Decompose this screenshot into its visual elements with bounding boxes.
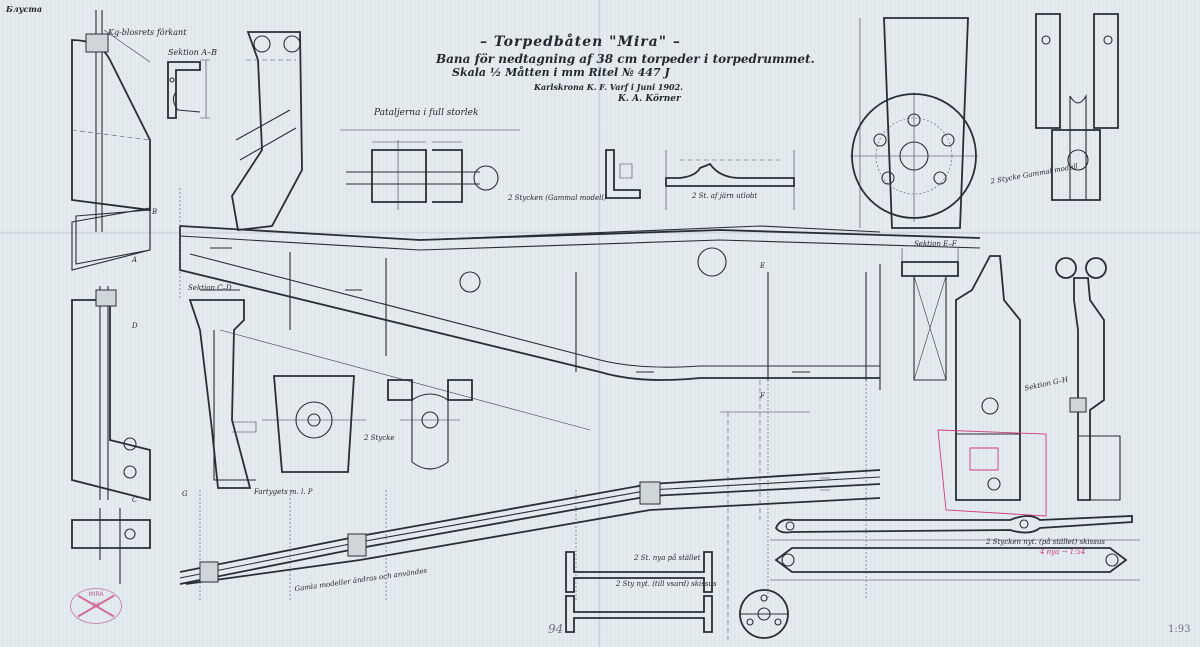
- bracket-bottom-left: [71, 209, 151, 584]
- letter-e: E: [760, 262, 766, 270]
- angle-piece: [605, 149, 641, 199]
- section-gh-bracket: [188, 289, 257, 489]
- label-sektion-cd: Sektion C–D: [188, 284, 232, 292]
- label-styck-av-jern: 2 St. af järn utlobt: [692, 192, 758, 200]
- section-ef-frame: [901, 248, 959, 381]
- bottom-h-bars: [565, 551, 789, 639]
- label-nya-stallet: 2 St. nya på stället: [634, 554, 701, 562]
- corner-label: Блуста: [6, 4, 42, 14]
- drawing-place-date: Karlskrona K. F. Varf i Juni 1902.: [534, 82, 683, 92]
- label-red-note: 4 nya → 1:54: [1040, 548, 1086, 556]
- hook-bracket-top-right: [1035, 13, 1119, 201]
- label-pieces-gammal-1: 2 Stycken (Gammal modell): [508, 194, 607, 202]
- bearing-block: [262, 375, 366, 473]
- letter-b: B: [152, 208, 158, 216]
- stamp-text: MIRA: [88, 591, 104, 598]
- label-sektion-ab: Sektion A–B: [168, 48, 218, 57]
- curved-link-arm: [231, 31, 303, 231]
- label-pataljerna: Pataljerna i full storlek: [374, 108, 479, 118]
- label-styck-nya-vsard: 2 Sty nyt. (till vsard) skissus: [616, 580, 717, 588]
- dimension-lines: [179, 129, 867, 640]
- letter-d: D: [132, 322, 138, 330]
- curved-bracket-piece: [665, 150, 795, 210]
- section-cd-bracket: [71, 286, 151, 502]
- sheet-number: 94: [548, 622, 564, 636]
- drawing-signature: K. A. Körner: [618, 94, 681, 104]
- letter-f: F: [760, 392, 765, 400]
- label-styck: 2 Stycke: [364, 434, 395, 442]
- letter-c: C: [132, 496, 138, 504]
- drawing-title: – Torpedbåten "Mira" –: [480, 34, 681, 50]
- drawing-subtitle: Bana för nedtagning af 38 cm torpeder i …: [436, 52, 815, 66]
- pulley-bracket-center: [387, 379, 473, 470]
- stamp-sub: 20: [92, 602, 100, 609]
- hook-rail-right: [937, 255, 1047, 517]
- main-rail-track: [179, 225, 981, 520]
- long-links-bottom: [770, 515, 1140, 581]
- label-sektion-ef: Sektion E–F: [914, 240, 957, 248]
- letter-g: G: [182, 490, 188, 498]
- hook-bracket-far-right: [1055, 257, 1121, 501]
- label-forkant: Kg-blosrets förkant: [108, 28, 187, 37]
- bracket-profile-left: [71, 10, 151, 271]
- label-styck-nyt-skalla: 2 Stycken nyt. (på stället) skissus: [986, 538, 1105, 546]
- archive-stamp: MIRA 20: [70, 588, 122, 624]
- label-fartygets: Fartygets m. l. P: [254, 488, 313, 496]
- pulley-wheel-housing: [850, 17, 978, 229]
- section-ab-profile: [167, 59, 210, 119]
- reference-number: 1:93: [1168, 624, 1191, 635]
- lower-inclined-rail: [179, 469, 881, 585]
- letter-a: A: [132, 256, 138, 264]
- tackle-block-plan: [346, 140, 499, 210]
- drawing-scale-note: Skala ½ Måtten i mm Ritel № 447 J: [452, 66, 670, 79]
